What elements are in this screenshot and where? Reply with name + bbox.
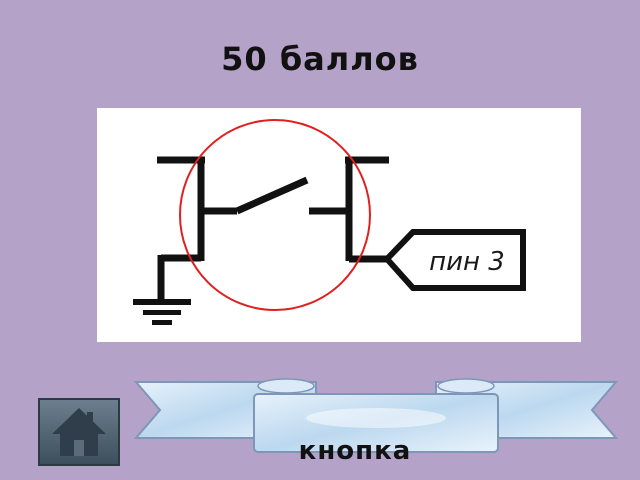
circuit-diagram: пин 3: [97, 108, 581, 342]
answer-label: кнопка: [298, 436, 412, 466]
highlight-circle: [179, 119, 371, 311]
switch-schematic: пин 3: [133, 119, 526, 325]
ground-icon: [133, 299, 191, 325]
page-title: 50 баллов: [221, 40, 419, 78]
switch-lever: [235, 176, 309, 215]
answer-banner[interactable]: [126, 376, 626, 466]
home-icon: [52, 408, 106, 456]
pin-tag-shape: [382, 229, 526, 291]
home-button[interactable]: [38, 398, 120, 466]
pin-label: пин 3: [429, 247, 505, 277]
